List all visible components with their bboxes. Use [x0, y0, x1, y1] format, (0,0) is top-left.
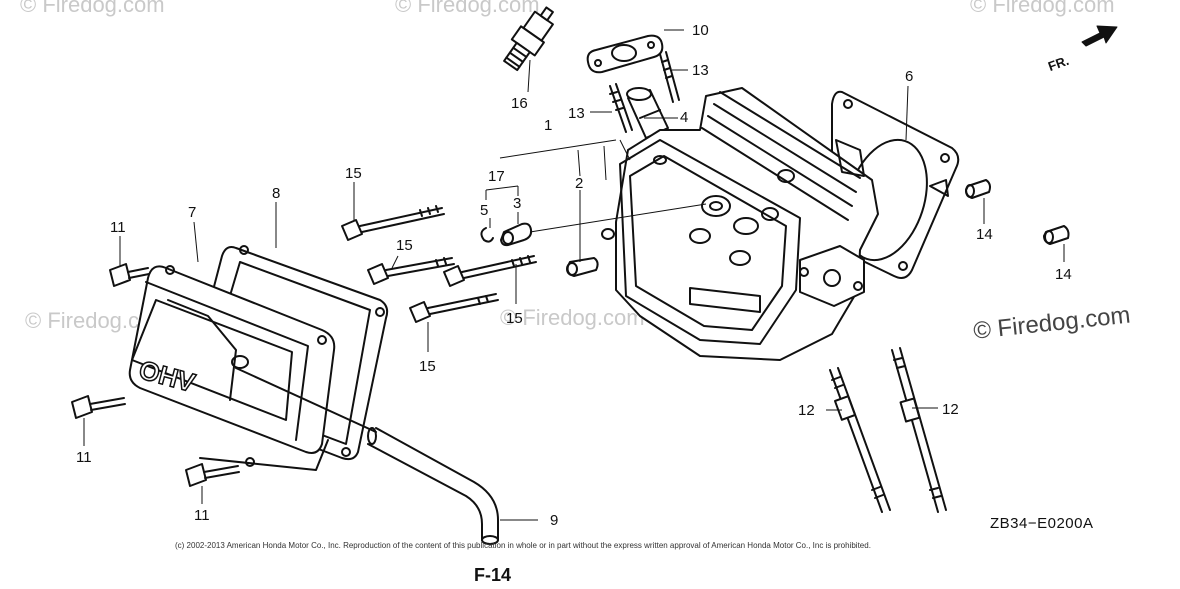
callout-15-right: 15 — [506, 310, 523, 327]
cylinder-head — [601, 87, 879, 361]
watermark-top-right: © Firedog.com — [970, 0, 1115, 17]
callout-15-bottom: 15 — [419, 358, 436, 375]
figure-number: F-14 — [474, 565, 512, 585]
head-cover — [128, 265, 336, 471]
leader-lines — [83, 29, 1065, 521]
callout-16: 16 — [511, 95, 528, 112]
spark-plug — [503, 6, 554, 72]
diagram-code: ZB34−E0200A — [990, 515, 1094, 532]
callout-15-mid: 15 — [396, 237, 413, 254]
callout-10: 10 — [692, 22, 709, 39]
callout-17: 17 — [488, 168, 505, 185]
callout-13-left: 13 — [568, 105, 585, 122]
breather-tube — [235, 367, 499, 545]
callout-8: 8 — [272, 185, 281, 202]
dowel-pin-14b — [1043, 225, 1070, 245]
callout-5: 5 — [480, 202, 489, 219]
callout-1: 1 — [544, 117, 553, 134]
callout-13-right: 13 — [692, 62, 709, 79]
front-direction-arrow — [1081, 25, 1118, 47]
stud-bolt-13a — [609, 83, 633, 133]
bolt-15b — [367, 257, 455, 285]
callout-9: 9 — [550, 512, 559, 529]
callout-2: 2 — [575, 175, 584, 192]
callout-12-left: 12 — [798, 402, 815, 419]
dowel-pin-2 — [566, 257, 599, 277]
watermark-top-left: © Firedog.com — [20, 0, 165, 17]
stud-bolt-12b — [891, 347, 947, 513]
watermark-top-center: © Firedog.com — [395, 0, 540, 17]
bolt-15a — [341, 205, 445, 241]
intake-insulator — [626, 87, 669, 139]
watermark-mid-center: © Firedog.com — [500, 305, 645, 330]
callout-14-right: 14 — [1055, 266, 1072, 283]
callout-14-left: 14 — [976, 226, 993, 243]
stud-bolt-13b — [659, 51, 680, 103]
callout-12-right: 12 — [942, 401, 959, 418]
callout-3: 3 — [513, 195, 522, 212]
callout-15-top: 15 — [345, 165, 362, 182]
callout-11-left: 11 — [76, 449, 92, 466]
callout-11-top: 11 — [110, 219, 126, 236]
flange-bolt-11c — [185, 463, 240, 487]
callout-7: 7 — [188, 204, 197, 221]
flange-bolt-11b — [71, 395, 126, 419]
intake-gasket — [586, 34, 664, 74]
bolt-15c — [443, 255, 537, 287]
clip-5 — [480, 227, 494, 243]
flange-bolt-11a — [109, 263, 150, 287]
stud-bolt-12a — [829, 367, 891, 513]
callout-11-bottom: 11 — [194, 507, 210, 524]
copyright-notice: (c) 2002-2013 American Honda Motor Co., … — [175, 541, 871, 550]
dowel-pin-14a — [965, 179, 991, 199]
valve-guide-3 — [500, 222, 533, 247]
callout-4: 4 — [680, 109, 689, 126]
callout-6: 6 — [905, 68, 914, 85]
bolt-15d — [409, 293, 499, 323]
